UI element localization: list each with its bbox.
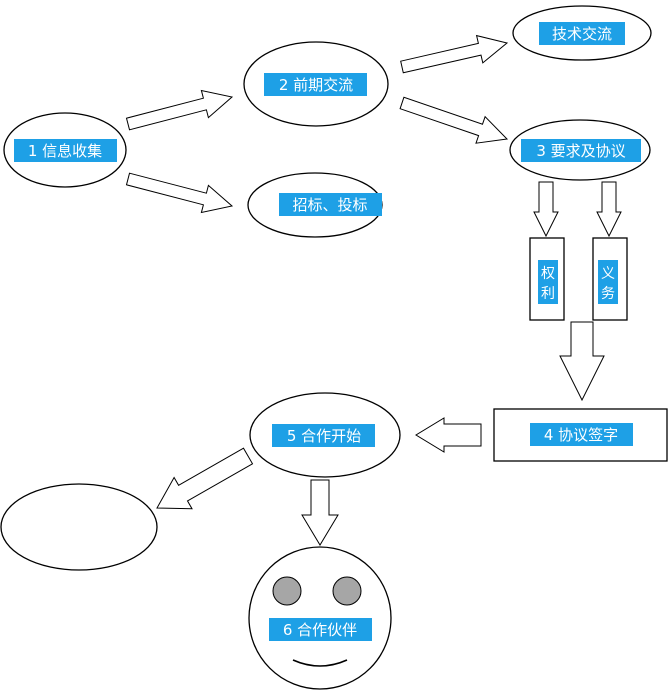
node-blank-shape <box>0 483 158 571</box>
arrow-req-to-rights <box>533 181 559 238</box>
arrow-into-sign <box>559 321 605 402</box>
arrow-info-to-early <box>125 89 234 131</box>
arrow-sign-to-start <box>415 417 482 453</box>
node-rights-char-2: 利 <box>541 286 555 302</box>
arrow-early-to-req <box>399 96 509 144</box>
node-req-label: 3 要求及协议 <box>536 142 625 160</box>
node-rights-label-bg <box>538 260 558 304</box>
face-right-eye <box>332 576 362 606</box>
node-bid-label-bg <box>279 193 382 216</box>
arrow-req-to-duties <box>596 181 622 238</box>
node-bid-label: 招标、投标 <box>292 196 367 214</box>
node-early-label-bg <box>264 73 367 96</box>
node-duties-char-1: 义 <box>601 266 615 282</box>
node-rights-char-1: 权 <box>541 266 555 282</box>
node-duties-label-bg <box>598 260 618 304</box>
face-left-eye <box>272 576 302 606</box>
arrow-info-to-bid <box>125 172 234 214</box>
node-req-label-bg <box>521 139 641 162</box>
node-partner-label-bg <box>269 618 372 641</box>
face-mouth <box>292 659 348 667</box>
node-partner-label: 6 合作伙伴 <box>283 621 357 639</box>
node-info-label: 1 信息收集 <box>28 142 102 160</box>
node-sign-label: 4 协议签字 <box>544 426 618 444</box>
node-tech-label: 技术交流 <box>552 25 612 43</box>
node-early-label: 2 前期交流 <box>279 76 353 94</box>
arrow-early-to-tech <box>400 34 509 74</box>
node-start-label-bg <box>272 424 375 447</box>
node-sign-label-bg <box>530 423 633 446</box>
node-tech-label-bg <box>539 22 625 45</box>
node-info-label-bg <box>14 139 117 162</box>
node-duties-char-2: 务 <box>601 286 615 302</box>
node-start-label: 5 合作开始 <box>287 427 361 445</box>
arrow-start-to-blank <box>156 447 254 510</box>
arrow-start-to-partner <box>301 479 339 546</box>
